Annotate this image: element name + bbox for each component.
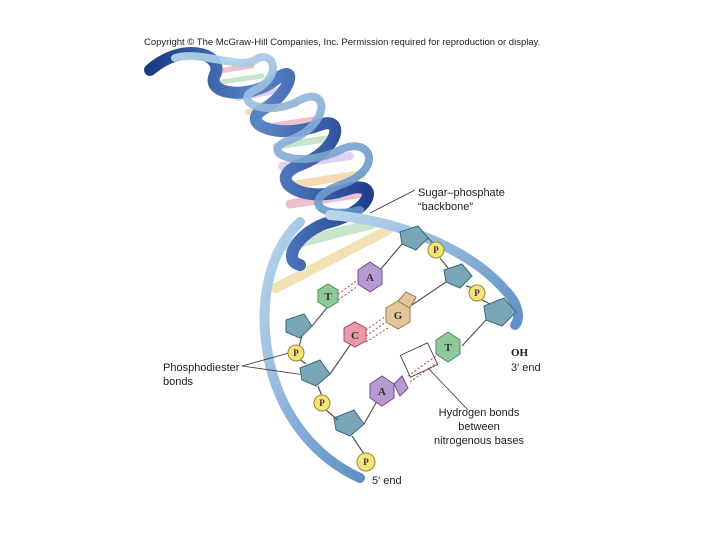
base-label-cytosine: C xyxy=(351,330,359,342)
sugar-phosphate-backbone: P P P P P xyxy=(285,225,517,472)
five-prime-end-label: 5′ end xyxy=(372,475,402,487)
base-label-adenine: A xyxy=(378,386,386,398)
copyright-notice: Copyright © The McGraw-Hill Companies, I… xyxy=(144,37,541,48)
base-label-adenine: A xyxy=(366,272,374,284)
phosphate-label: P xyxy=(319,398,325,408)
backbone-label: Sugar–phosphate “backbone” xyxy=(418,187,505,213)
three-prime-end-label: 3′ end xyxy=(511,362,541,374)
hydrogen-bonds-label: Hydrogen bonds between nitrogenous bases xyxy=(434,407,524,447)
double-helix xyxy=(144,47,523,483)
base-label-thymine: T xyxy=(324,291,332,303)
phosphate-label: P xyxy=(293,348,299,358)
phosphate-label: P xyxy=(363,457,369,467)
oh-label: OH xyxy=(511,347,529,359)
phosphate-label: P xyxy=(433,245,439,255)
phosphodiester-label: Phosphodiester bonds xyxy=(163,362,240,388)
base-label-thymine: T xyxy=(444,342,452,354)
nitrogenous-bases: T A C G A T xyxy=(317,261,461,407)
phosphate-label: P xyxy=(474,288,480,298)
base-label-guanine: G xyxy=(394,310,403,322)
